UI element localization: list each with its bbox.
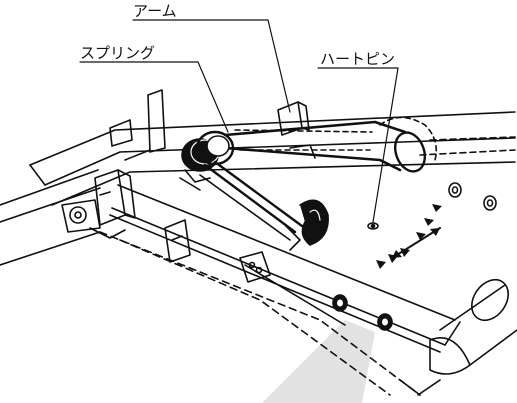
hook-lever xyxy=(284,199,329,251)
motion-arrows xyxy=(376,204,442,269)
ground-shadow xyxy=(262,320,375,403)
far-rail-holes xyxy=(448,182,497,211)
spring-leader xyxy=(79,61,229,133)
spring-label: スプリング xyxy=(80,44,155,62)
left-upright-bracket xyxy=(109,89,166,161)
front-cross-member xyxy=(94,169,136,226)
arm-leader xyxy=(132,19,291,113)
heart-pin-leader xyxy=(317,67,399,223)
heart-pin-label: ハートピン xyxy=(320,50,395,68)
heart-pin xyxy=(367,222,379,230)
arm-label: アーム xyxy=(133,2,177,20)
leader-lines xyxy=(79,19,399,223)
left-pivot-hinge xyxy=(61,199,126,239)
arm-mount xyxy=(277,101,316,159)
arm xyxy=(223,116,438,173)
far-frame-rail xyxy=(29,111,516,206)
spring-coil xyxy=(179,130,235,191)
rail-bolts xyxy=(332,294,393,331)
end-cylinder xyxy=(399,278,517,396)
lower-bracket xyxy=(164,219,271,283)
spring-rod xyxy=(199,160,304,241)
double-arrow xyxy=(391,227,441,259)
